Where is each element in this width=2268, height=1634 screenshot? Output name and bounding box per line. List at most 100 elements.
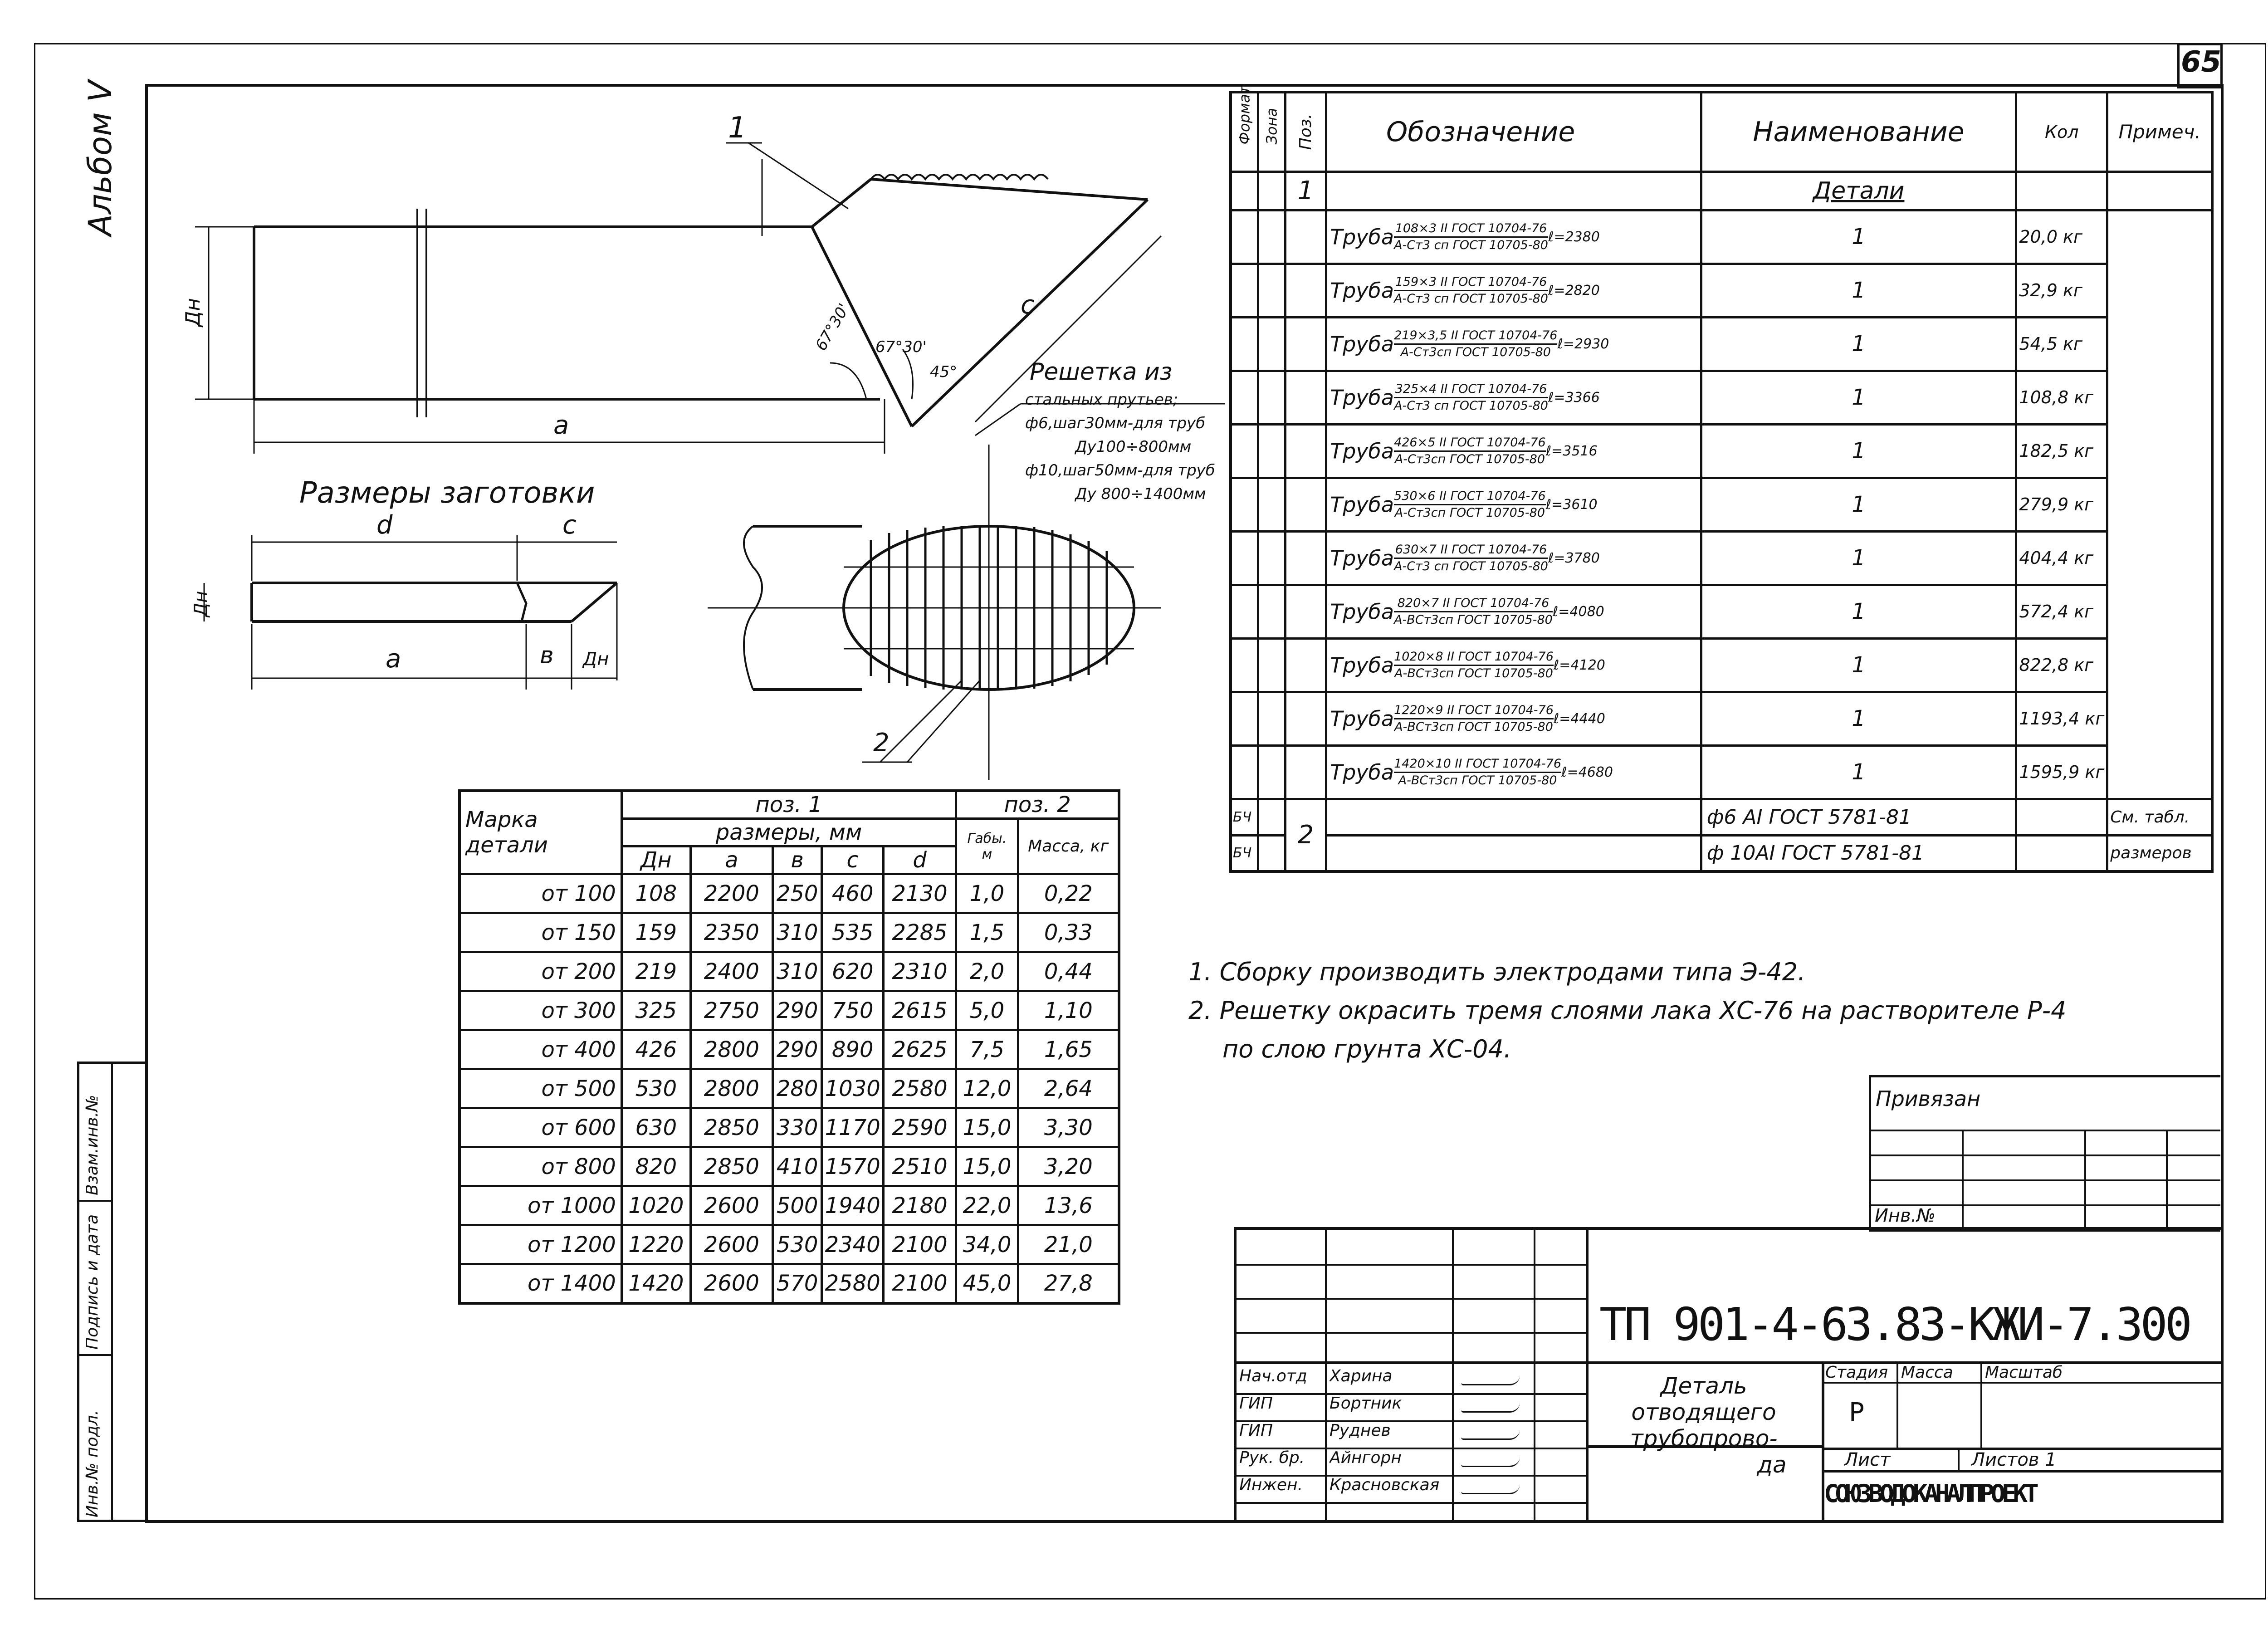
signature-mark xyxy=(1461,1429,1520,1440)
row-mark: от 800 xyxy=(458,1146,623,1187)
pipe-spec-line1: 219×3,5 II ГОСТ 10704-76 xyxy=(1394,328,1558,345)
row-cell: 1940 xyxy=(821,1185,885,1226)
row-cell: 2100 xyxy=(882,1224,958,1265)
pipe-qty: 1 xyxy=(1700,262,2018,318)
drawing-code: ТП 901-4-63.83-КЖИ-7.300 xyxy=(1599,1298,2192,1351)
pipe-name: Труба xyxy=(1330,599,1394,624)
pipe-name: Труба xyxy=(1330,439,1394,463)
row-cell: 1420 xyxy=(620,1263,692,1304)
row-cell: 535 xyxy=(821,912,885,953)
pipe-qty: 1 xyxy=(1700,744,2018,800)
signer-name: Айнгорн xyxy=(1330,1448,1402,1467)
pipe-length: ℓ=2380 xyxy=(1548,229,1600,245)
row-mark: от 200 xyxy=(458,951,623,992)
row-mark: от 1200 xyxy=(458,1224,623,1265)
bar-format: БЧ xyxy=(1229,797,1259,837)
row-cell: 45,0 xyxy=(955,1263,1019,1304)
pipe-length: ℓ=3366 xyxy=(1548,389,1600,406)
row-cell: 2,64 xyxy=(1017,1068,1120,1109)
callout-1: 1 xyxy=(728,111,747,145)
row-cell: 2580 xyxy=(882,1068,958,1109)
row-mark: от 600 xyxy=(458,1107,623,1148)
row-cell: 0,22 xyxy=(1017,873,1120,914)
pipe-spec-line2: А-ВСт3сп ГОСТ 10705-80 xyxy=(1394,612,1553,627)
bar-format: БЧ xyxy=(1229,834,1259,873)
row-cell: 2130 xyxy=(882,873,958,914)
grate-line: ф6,шаг30мм-для труб xyxy=(1025,414,1206,432)
row-cell: 2750 xyxy=(689,990,774,1031)
grate-note: стальных прутьев; ф6,шаг30мм-для труб Ду… xyxy=(1025,388,1215,506)
row-cell: 426 xyxy=(620,1029,692,1070)
row-mark: от 1400 xyxy=(458,1263,623,1304)
pipe-length: ℓ=2820 xyxy=(1548,282,1600,298)
bar-name: ф 10АI ГОСТ 5781-81 xyxy=(1700,834,2018,873)
signer-name: Бортник xyxy=(1330,1394,1402,1413)
pipe-name: Труба xyxy=(1330,653,1394,677)
inner-frame xyxy=(145,84,2224,1523)
angle-label-2: 67°30' xyxy=(875,338,927,356)
general-notes: 1. Сборку производить электродами типа Э… xyxy=(1188,953,2066,1068)
row-cell: 1,5 xyxy=(955,912,1019,953)
pipe-name: Труба xyxy=(1330,760,1394,784)
row-cell: 2200 xyxy=(689,873,774,914)
signer-name: Красновская xyxy=(1330,1476,1440,1494)
spec-pos-1: 1 xyxy=(1284,170,1327,211)
col-header-pos1: поз. 1 xyxy=(620,789,958,820)
pipe-qty: 1 xyxy=(1700,316,2018,372)
privyazan-inv: Инв.№ xyxy=(1875,1205,1936,1226)
pipe-spec-line1: 1220×9 II ГОСТ 10704-76 xyxy=(1394,703,1554,719)
row-cell: 2800 xyxy=(689,1068,774,1109)
signature-mark xyxy=(1461,1402,1520,1413)
col-header-c: c xyxy=(821,845,885,875)
row-cell: 890 xyxy=(821,1029,885,1070)
row-cell: 1570 xyxy=(821,1146,885,1187)
mass-header: Масса xyxy=(1901,1363,1953,1382)
dimensions-table: Марка детали поз. 1 поз. 2 размеры, мм Г… xyxy=(458,789,1120,1305)
row-cell: 2,0 xyxy=(955,951,1019,992)
callout-2: 2 xyxy=(873,728,890,758)
pipe-qty: 1 xyxy=(1700,637,2018,693)
signature-mark xyxy=(1461,1484,1520,1494)
row-cell: 325 xyxy=(620,990,692,1031)
pipe-spec-line1: 426×5 II ГОСТ 10704-76 xyxy=(1394,435,1546,452)
row-cell: 1220 xyxy=(620,1224,692,1265)
row-cell: 1030 xyxy=(821,1068,885,1109)
row-cell: 15,0 xyxy=(955,1107,1019,1148)
pipe-qty: 1 xyxy=(1700,530,2018,586)
pipe-length: ℓ=4440 xyxy=(1553,710,1605,727)
pipe-spec-line2: А-Ст3 сп ГОСТ 10705-80 xyxy=(1394,291,1548,306)
pipe-spec-line1: 1020×8 II ГОСТ 10704-76 xyxy=(1394,649,1554,666)
row-cell: 630 xyxy=(620,1107,692,1148)
col-header-a: a xyxy=(689,845,774,875)
pipe-qty: 1 xyxy=(1700,476,2018,533)
signer-role: ГИП xyxy=(1239,1394,1273,1413)
signature-mark xyxy=(1461,1457,1520,1467)
pipe-note: 822,8 кг xyxy=(2015,637,2109,693)
pipe-spec-line2: А-ВСт3сп ГОСТ 10705-80 xyxy=(1394,719,1553,734)
pipe-spec-line1: 630×7 II ГОСТ 10704-76 xyxy=(1394,542,1548,559)
pipe-spec-line2: А-ВСт3сп ГОСТ 10705-80 xyxy=(1398,773,1557,788)
grate-title: Решетка из xyxy=(1030,358,1173,386)
row-cell: 3,30 xyxy=(1017,1107,1120,1148)
stage-value: Р xyxy=(1849,1398,1864,1427)
pipe-note: 20,0 кг xyxy=(2015,209,2109,265)
privyazan-label: Привязан xyxy=(1876,1086,1981,1111)
signer-name: Харина xyxy=(1330,1367,1393,1385)
pipe-length: ℓ=2930 xyxy=(1557,336,1609,352)
pipe-qty: 1 xyxy=(1700,209,2018,265)
pipe-spec-line1: 159×3 II ГОСТ 10704-76 xyxy=(1394,274,1548,291)
row-cell: 330 xyxy=(771,1107,823,1148)
row-mark: от 500 xyxy=(458,1068,623,1109)
row-cell: 500 xyxy=(771,1185,823,1226)
pipe-spec-line1: 820×7 II ГОСТ 10704-76 xyxy=(1394,596,1553,612)
drawing-name: Деталь отводящего трубопрово- да xyxy=(1630,1373,1787,1478)
grate-line: Ду 800÷1400мм xyxy=(1075,485,1206,503)
pipe-length: ℓ=3516 xyxy=(1545,443,1598,459)
